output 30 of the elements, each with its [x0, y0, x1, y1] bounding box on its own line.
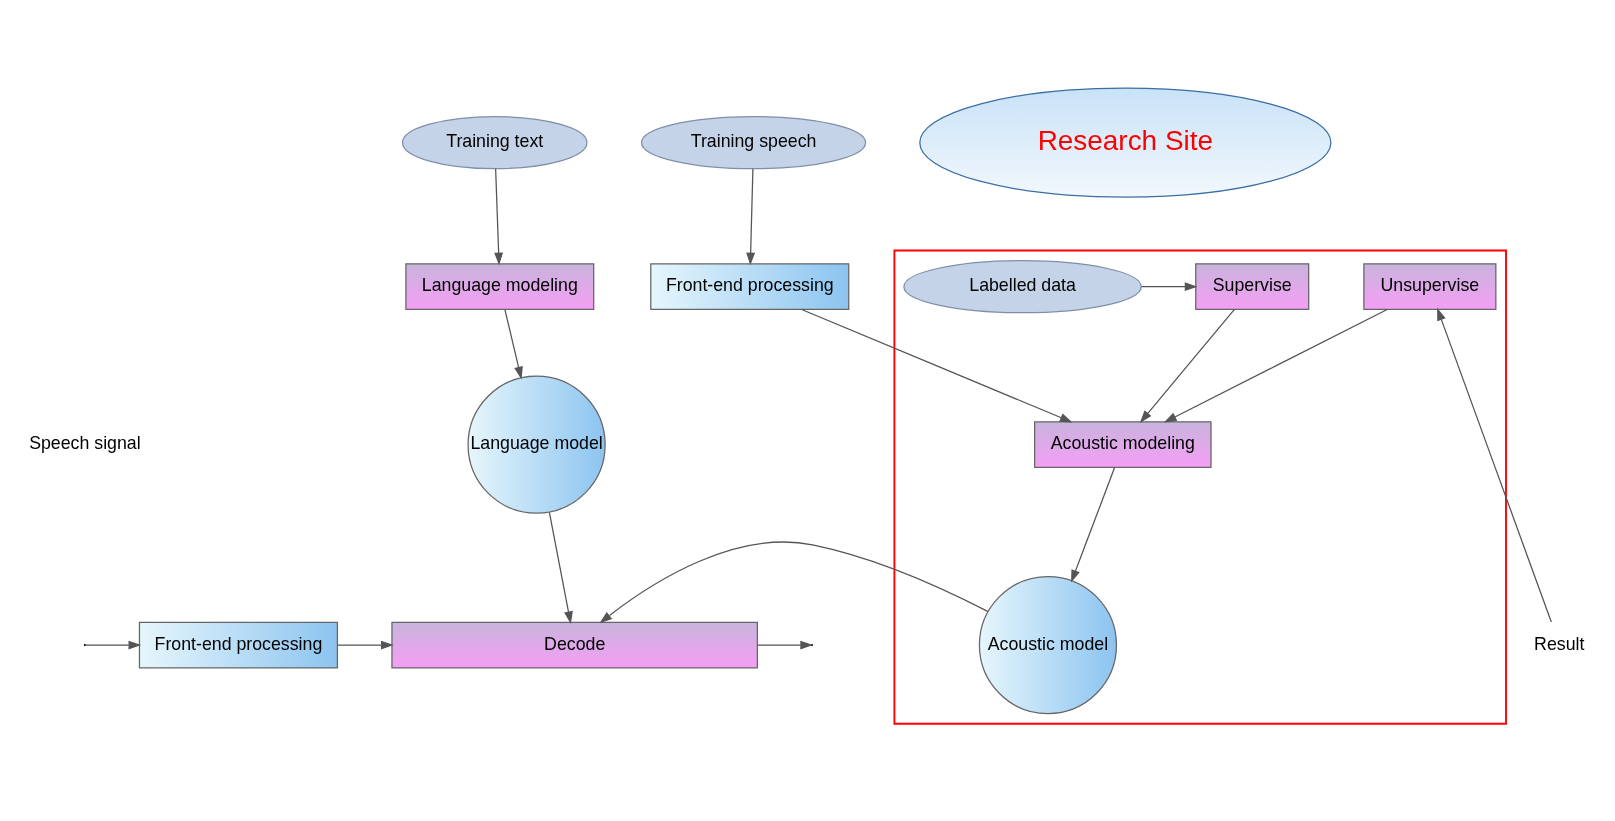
arrow: [1163, 308, 1388, 423]
node-text: Result: [1534, 633, 1585, 654]
arrow: [1139, 308, 1235, 423]
node-box: Unsupervise: [1363, 262, 1497, 310]
arrow: [336, 640, 394, 650]
cluster: [893, 249, 1507, 725]
node-box: Decode: [391, 621, 758, 669]
node-circle: Language model: [467, 374, 606, 514]
node-box: Front-end processing: [650, 262, 850, 310]
arrow: [84, 640, 142, 650]
node-box: Front-end processing: [138, 621, 339, 669]
node-ellipse: Training text: [401, 115, 588, 169]
arrow: [1437, 307, 1552, 623]
arrow: [1071, 466, 1116, 583]
node-box: Supervise: [1195, 262, 1310, 310]
label: Speech signal: [29, 432, 141, 453]
node-box: Acoustic modeling: [1034, 420, 1212, 468]
node-box: Language modeling: [405, 262, 595, 310]
node-ellipse: Labelled data: [903, 259, 1142, 313]
node-circle: Acoustic model: [978, 575, 1118, 714]
arrow: [504, 308, 523, 379]
arrow: [746, 167, 756, 265]
arrow: [1140, 281, 1198, 291]
arrow: [494, 167, 504, 265]
node-ellipse: Training speech: [640, 115, 867, 169]
node-ellipse: Research Site: [919, 86, 1332, 198]
arrow: [599, 541, 989, 623]
arrow: [757, 640, 813, 650]
arrow: [801, 308, 1073, 422]
arrow: [548, 511, 573, 624]
